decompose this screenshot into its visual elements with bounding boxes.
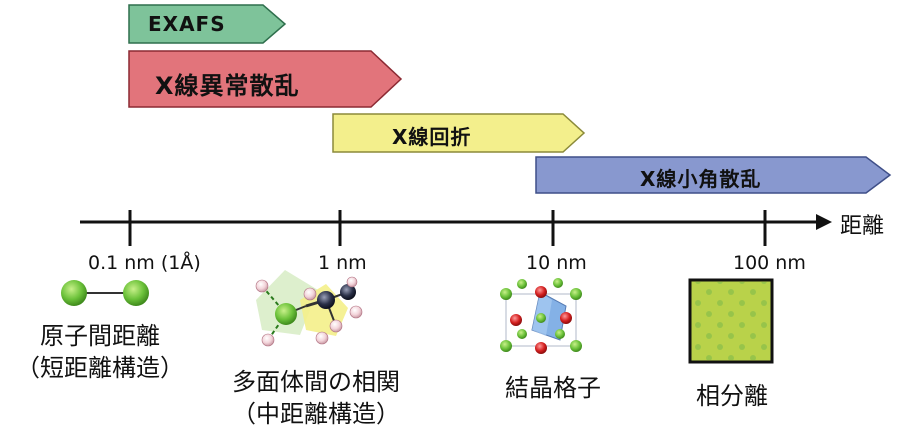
caption-phase-separation-title: 相分離	[696, 382, 768, 410]
caption-medium-range-title: 多面体間の相関	[232, 368, 400, 396]
axis-arrow-head	[816, 214, 832, 230]
polyhedra-icon	[255, 270, 363, 347]
label-xrd: X線回折	[392, 125, 472, 149]
caption-crystal-lattice: 結晶格子	[478, 372, 628, 404]
caption-short-range-title: 原子間距離	[40, 322, 160, 350]
caption-crystal-lattice-title: 結晶格子	[505, 374, 601, 402]
axis-name: 距離	[840, 214, 885, 239]
atom-pair-icon	[61, 280, 149, 306]
tick-label-100nm: 100 nm	[733, 252, 806, 274]
tick-label-1nm: 1 nm	[318, 252, 367, 274]
label-exafs: EXAFS	[148, 12, 226, 36]
label-saxs: X線小角散乱	[640, 167, 762, 191]
band-exafs	[128, 4, 287, 44]
band-anomalous-scattering	[128, 50, 403, 108]
band-xrd	[332, 113, 586, 153]
caption-medium-range: 多面体間の相関 （中距離構造）	[196, 366, 436, 431]
band-saxs	[535, 156, 892, 194]
caption-medium-range-subtitle: （中距離構造）	[232, 400, 400, 429]
phase-separation-icon	[688, 278, 774, 364]
caption-short-range-subtitle: （短距離構造）	[16, 354, 184, 383]
tick-label-0-1nm: 0.1 nm (1Å)	[88, 252, 201, 274]
caption-phase-separation: 相分離	[672, 380, 792, 412]
label-anomalous-scattering: X線異常散乱	[155, 72, 300, 100]
crystal-lattice-icon	[500, 278, 582, 354]
caption-short-range: 原子間距離 （短距離構造）	[0, 320, 200, 385]
tick-label-10nm: 10 nm	[526, 252, 587, 274]
